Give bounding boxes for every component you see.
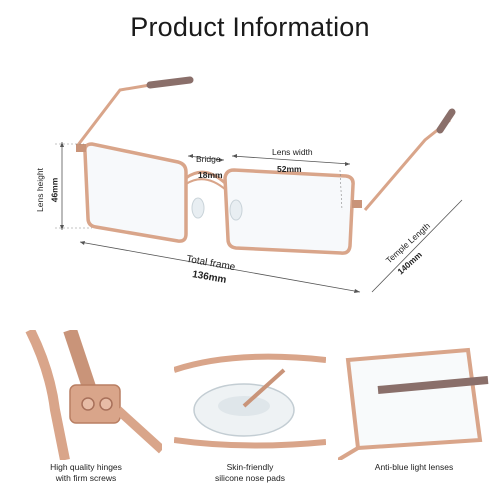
right-lens-frame (223, 168, 355, 255)
temple-length-dim-line (371, 199, 463, 293)
glasses-diagram (55, 76, 463, 293)
left-lens-frame (83, 142, 188, 243)
bridge-value: 18mm (198, 170, 223, 180)
bridge (185, 170, 228, 186)
feature-caption-hinges: High quality hinges with firm screws (50, 462, 122, 483)
total-frame-dim-line (79, 241, 361, 293)
left-hinge (76, 144, 86, 152)
lens-height-value: 46mm (49, 177, 60, 203)
lens-width-dim-line (231, 155, 351, 165)
lens-closeup (338, 330, 490, 460)
hinge-closeup (10, 330, 162, 460)
feature-caption-nose-pads: Skin-friendly silicone nose pads (215, 462, 285, 483)
bridge-dim-line (187, 155, 225, 161)
left-temple (76, 83, 151, 146)
lens-width-label: Lens width (272, 147, 313, 157)
right-temple (363, 118, 451, 211)
right-temple-tip (436, 108, 456, 134)
lens-height-label: Lens height (34, 168, 45, 212)
bridge-lower (185, 178, 227, 191)
left-temple-tip (146, 76, 194, 89)
left-nose-pad (191, 197, 205, 219)
nose-pad-closeup (174, 330, 326, 460)
lens-width-value: 52mm (277, 164, 302, 174)
page-title: Product Information (130, 12, 370, 42)
right-nose-pad (229, 199, 243, 221)
right-hinge (352, 200, 362, 208)
feature-caption-lenses: Anti-blue light lenses (374, 462, 454, 472)
bridge-label: Bridge (196, 154, 221, 164)
